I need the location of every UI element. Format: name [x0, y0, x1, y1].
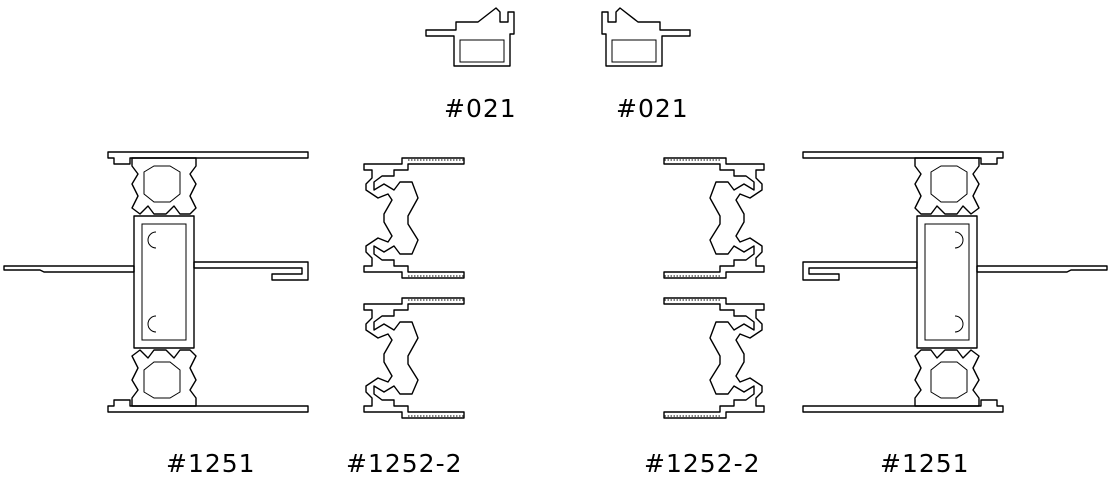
frame-profile-left: [3, 151, 309, 413]
frame-profile-right: [802, 151, 1108, 413]
insert-profile-left-bottom: [363, 297, 465, 419]
insert-profile-right-bottom: [663, 297, 765, 419]
insert-profile-right-top: [663, 157, 765, 279]
label-cap-right: #021: [616, 94, 689, 123]
label-insert-left: #1252-2: [346, 449, 463, 478]
cap-profile-right: [601, 7, 691, 67]
label-frame-left: #1251: [166, 449, 256, 478]
label-insert-right: #1252-2: [644, 449, 761, 478]
label-frame-right: #1251: [880, 449, 970, 478]
label-cap-left: #021: [444, 94, 517, 123]
insert-profile-left-top: [363, 157, 465, 279]
cap-profile-left: [425, 7, 515, 67]
